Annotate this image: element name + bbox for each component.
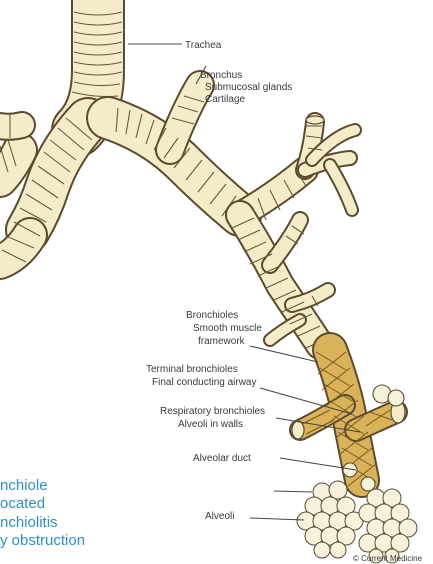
bronchioles-shape <box>292 350 405 491</box>
label-bronchus: Bronchus <box>200 70 242 81</box>
label-submucosal-glands: Submucosal glands <box>205 82 292 93</box>
label-alveoli-in-walls: Alveoli in walls <box>178 419 243 430</box>
label-trachea: Trachea <box>185 40 222 51</box>
label-alveoli: Alveoli <box>205 511 234 522</box>
side-text-line-2: ocated <box>0 496 45 512</box>
label-alveolar-duct: Alveolar duct <box>193 453 251 464</box>
left-bronchus-shape <box>0 114 92 262</box>
label-final-conducting-airway: Final conducting airway <box>152 377 257 388</box>
label-cartilage: Cartilage <box>205 94 245 105</box>
label-smooth-muscle: Smooth muscle <box>193 323 262 334</box>
label-terminal-bronchioles: Terminal bronchioles <box>146 364 238 375</box>
copyright-notice: © Current Medicine <box>353 554 423 563</box>
side-text-line-1: nchiole <box>0 478 48 494</box>
label-respiratory-bronchioles: Respiratory bronchioles <box>160 406 265 417</box>
leader-lines <box>128 44 360 520</box>
label-bronchioles: Bronchioles <box>186 310 238 321</box>
side-text-line-3: nchiolitis <box>0 515 58 531</box>
bottom-crop-mask <box>0 548 300 564</box>
label-framework: framework <box>198 336 246 347</box>
